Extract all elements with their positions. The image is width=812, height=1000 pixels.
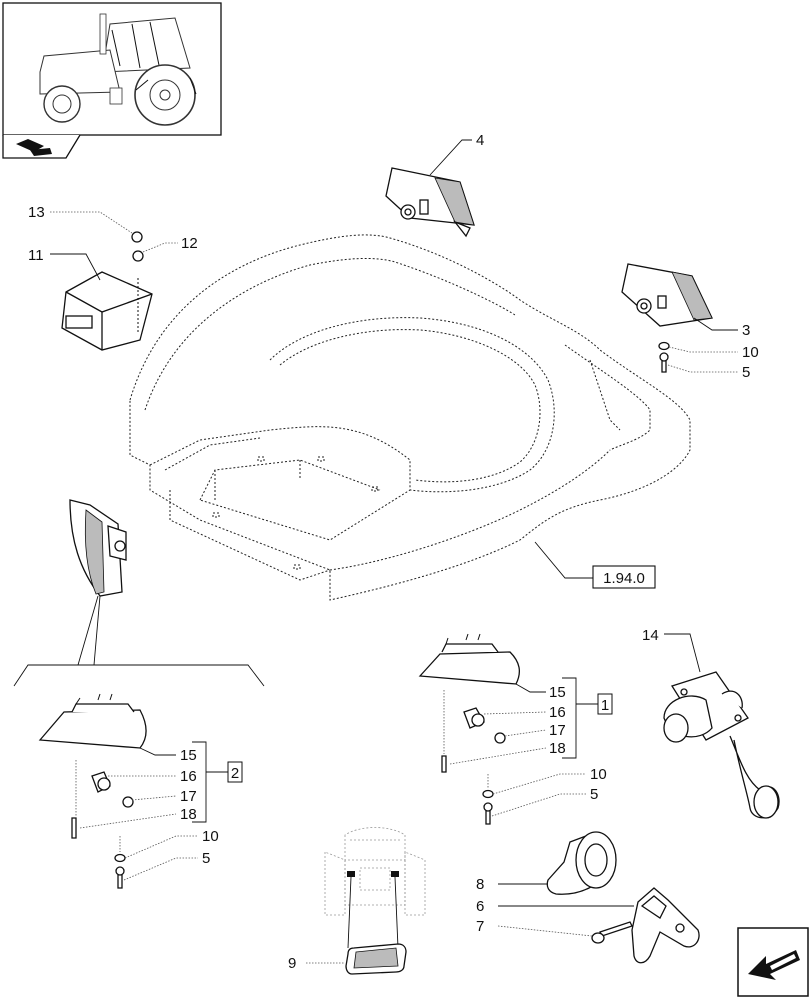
leader-15-center: [515, 683, 546, 693]
callout-13[interactable]: 13: [28, 204, 45, 221]
screw-18-center[interactable]: [441, 755, 447, 773]
leader-5a: [667, 364, 738, 373]
callout-17-center[interactable]: 17: [549, 722, 566, 739]
callout-16-left[interactable]: 16: [180, 768, 197, 785]
callout-10a[interactable]: 10: [742, 344, 759, 361]
work-lamp-front[interactable]: [385, 167, 475, 238]
callout-10-center[interactable]: 10: [590, 766, 607, 783]
washer-10-center[interactable]: [482, 789, 494, 799]
group-bracket-1: [562, 677, 577, 759]
leader-18-center: [449, 747, 547, 765]
reflector-mark-left: [347, 871, 355, 877]
leader-5-left: [123, 857, 198, 881]
leader-10-left: [124, 835, 198, 859]
cab-ref-label: 1.94.0: [603, 570, 645, 587]
explode-bracket: [13, 664, 265, 687]
callout-15-left[interactable]: 15: [180, 747, 197, 764]
socket-cover-6[interactable]: [631, 887, 700, 964]
group-bracket-2: [192, 741, 207, 823]
leader-11: [50, 253, 101, 281]
leader-4: [429, 139, 472, 176]
leader-10-center: [492, 773, 586, 795]
group-ref-2[interactable]: 2: [227, 761, 243, 783]
reflector-mark-right: [391, 871, 399, 877]
callout-18-center[interactable]: 18: [549, 740, 566, 757]
thumbnail-box[interactable]: [2, 2, 222, 159]
trailer-socket[interactable]: [663, 671, 780, 819]
leader-side-b: [93, 595, 101, 666]
leader-side-a: [77, 595, 99, 666]
callout-15-center[interactable]: 15: [549, 684, 566, 701]
side-lamp[interactable]: [69, 499, 127, 597]
callout-5-center[interactable]: 5: [590, 786, 598, 803]
lamp-body-center[interactable]: [418, 633, 521, 685]
rear-tractor-outline: [324, 827, 426, 916]
bulb-holder-left[interactable]: [91, 771, 111, 793]
svg-text:2: 2: [231, 765, 239, 782]
lamp-body-left[interactable]: [38, 693, 147, 749]
leader-7: [497, 925, 593, 937]
leader-14: [664, 633, 701, 673]
leader-10a: [668, 346, 738, 353]
callout-5a[interactable]: 5: [742, 364, 750, 381]
callout-10-left[interactable]: 10: [202, 828, 219, 845]
callout-16-center[interactable]: 16: [549, 704, 566, 721]
cab-reference[interactable]: 1.94.0: [534, 541, 656, 589]
callout-6[interactable]: 6: [476, 898, 484, 915]
callout-12[interactable]: 12: [181, 235, 198, 252]
callout-7[interactable]: 7: [476, 918, 484, 935]
leader-17-left: [131, 795, 177, 801]
callout-11[interactable]: 11: [28, 247, 44, 264]
leader-12: [142, 242, 178, 253]
callout-18-left[interactable]: 18: [180, 806, 197, 823]
work-lamp-rear[interactable]: [621, 263, 713, 327]
next-arrow-icon: [748, 950, 800, 980]
next-page-button[interactable]: [737, 927, 809, 997]
svg-text:1: 1: [601, 697, 609, 714]
leader-13: [50, 211, 133, 234]
callout-4[interactable]: 4: [476, 132, 484, 149]
cab-roof: [129, 234, 691, 601]
screw-7[interactable]: [591, 921, 633, 944]
tractor-icon: [39, 13, 197, 126]
leader-9b: [394, 876, 399, 949]
washer-12[interactable]: [132, 250, 144, 262]
leader-9a: [347, 876, 352, 949]
callout-17-left[interactable]: 17: [180, 788, 197, 805]
screw-18-left[interactable]: [71, 817, 77, 839]
callout-8[interactable]: 8: [476, 876, 484, 893]
reflector-9[interactable]: [345, 943, 407, 975]
leader-5-center: [491, 793, 586, 817]
callout-14[interactable]: 14: [642, 627, 659, 644]
folder-icon: [16, 139, 52, 156]
bulb-holder-center[interactable]: [463, 707, 485, 729]
control-module[interactable]: [61, 271, 153, 351]
group-ref-1[interactable]: 1: [597, 693, 613, 715]
callout-3[interactable]: 3: [742, 322, 750, 339]
leader-16-center: [483, 711, 547, 715]
nut-13[interactable]: [131, 231, 143, 243]
bulb-17-center[interactable]: [494, 732, 506, 744]
washer-10-left[interactable]: [114, 853, 126, 863]
leader-3: [693, 317, 738, 331]
bulb-17-left[interactable]: [122, 796, 134, 808]
leader-15-left: [139, 747, 176, 756]
leader-17-center: [504, 729, 547, 737]
callout-5-left[interactable]: 5: [202, 850, 210, 867]
leader-18-left: [79, 813, 177, 829]
rubber-boot-8[interactable]: [546, 831, 617, 895]
washer-10a[interactable]: [658, 341, 670, 351]
callout-9[interactable]: 9: [288, 955, 296, 972]
